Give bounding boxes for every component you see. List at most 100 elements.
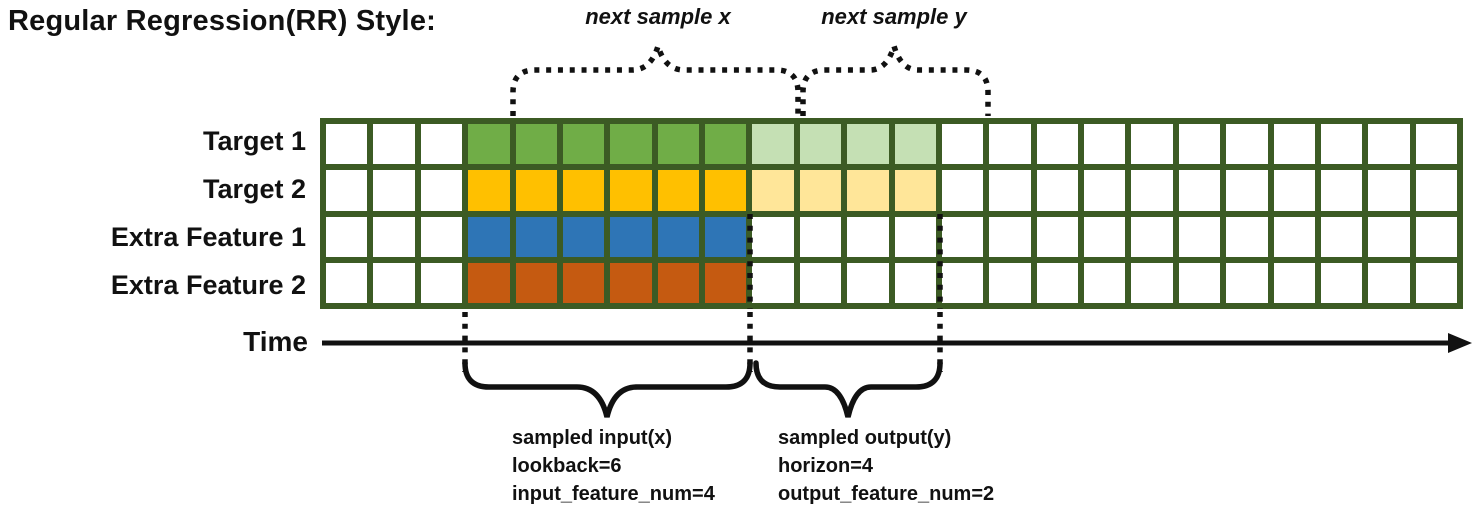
empty-cell — [1178, 170, 1221, 211]
input-cell — [610, 262, 652, 303]
empty-cell — [1084, 124, 1126, 165]
input-cell — [610, 170, 652, 211]
output-cell — [752, 170, 794, 211]
sampled-input-title: sampled input(x) — [512, 427, 673, 449]
horizon-value: horizon=4 — [778, 455, 874, 477]
empty-cell — [1320, 124, 1363, 165]
input-cell — [562, 170, 605, 211]
output-cell — [894, 124, 936, 165]
input-cell — [610, 124, 652, 165]
input-cell — [610, 216, 652, 257]
empty-cell — [373, 170, 415, 211]
output-cell — [799, 170, 842, 211]
empty-cell — [941, 170, 984, 211]
input-cell — [468, 216, 510, 257]
row-label: Extra Feature 2 — [110, 269, 306, 300]
empty-cell — [847, 262, 889, 303]
empty-cell — [799, 262, 842, 303]
empty-cell — [1131, 124, 1173, 165]
empty-cell — [1368, 124, 1410, 165]
sampled-output-info: sampled output(y) horizon=4 output_featu… — [778, 424, 994, 508]
empty-cell — [1273, 124, 1315, 165]
empty-cell — [420, 124, 463, 165]
output-feature-num-value: output_feature_num=2 — [778, 483, 995, 505]
input-cell — [468, 170, 510, 211]
output-cell — [847, 170, 889, 211]
empty-cell — [373, 216, 415, 257]
input-cell — [705, 262, 747, 303]
input-cell — [657, 124, 699, 165]
empty-cell — [989, 216, 1031, 257]
input-cell — [657, 216, 699, 257]
empty-cell — [1178, 216, 1221, 257]
output-cell — [799, 124, 842, 165]
empty-cell — [1226, 124, 1268, 165]
empty-cell — [1273, 262, 1315, 303]
input-cell — [562, 124, 605, 165]
empty-cell — [894, 216, 936, 257]
row-label: Target 1 — [202, 126, 306, 157]
input-cell — [657, 170, 699, 211]
empty-cell — [1415, 262, 1457, 303]
input-cell — [515, 216, 557, 257]
sampled-input-info: sampled input(x) lookback=6 input_featur… — [512, 424, 715, 508]
empty-cell — [1226, 216, 1268, 257]
empty-cell — [1368, 262, 1410, 303]
empty-cell — [1036, 262, 1078, 303]
input-cell — [468, 262, 510, 303]
empty-cell — [1036, 216, 1078, 257]
input-cell — [562, 262, 605, 303]
empty-cell — [420, 262, 463, 303]
next-sample-x-brace — [510, 36, 801, 116]
empty-cell — [1368, 170, 1410, 211]
empty-cell — [847, 216, 889, 257]
empty-cell — [326, 170, 368, 211]
next-sample-y-label: next sample y — [821, 4, 967, 29]
empty-cell — [1320, 216, 1363, 257]
empty-cell — [1368, 216, 1410, 257]
empty-cell — [941, 262, 984, 303]
empty-cell — [1084, 262, 1126, 303]
output-cell — [894, 170, 936, 211]
empty-cell — [420, 216, 463, 257]
empty-cell — [326, 262, 368, 303]
empty-cell — [326, 216, 368, 257]
input-cell — [705, 216, 747, 257]
empty-cell — [1273, 170, 1315, 211]
empty-cell — [1131, 216, 1173, 257]
input-cell — [562, 216, 605, 257]
empty-cell — [373, 124, 415, 165]
empty-cell — [1415, 216, 1457, 257]
output-cell — [752, 124, 794, 165]
empty-cell — [1036, 124, 1078, 165]
empty-cell — [1131, 262, 1173, 303]
empty-cell — [989, 262, 1031, 303]
input-cell — [515, 170, 557, 211]
sampled-input-brace — [462, 360, 753, 418]
row-label: Target 2 — [202, 174, 306, 205]
input-cell — [657, 262, 699, 303]
timeseries-grid — [320, 118, 1463, 309]
empty-cell — [1084, 216, 1126, 257]
empty-cell — [1415, 124, 1457, 165]
empty-cell — [752, 262, 794, 303]
empty-cell — [326, 124, 368, 165]
empty-cell — [1226, 262, 1268, 303]
input-feature-num-value: input_feature_num=4 — [512, 483, 715, 505]
sampled-output-brace — [753, 360, 943, 418]
empty-cell — [1320, 170, 1363, 211]
input-cell — [705, 124, 747, 165]
empty-cell — [799, 216, 842, 257]
empty-cell — [1273, 216, 1315, 257]
input-cell — [515, 124, 557, 165]
empty-cell — [941, 216, 984, 257]
empty-cell — [1084, 170, 1126, 211]
lookback-value: lookback=6 — [512, 455, 622, 477]
output-cell — [847, 124, 889, 165]
empty-cell — [894, 262, 936, 303]
input-cell — [468, 124, 510, 165]
empty-cell — [1036, 170, 1078, 211]
empty-cell — [1415, 170, 1457, 211]
